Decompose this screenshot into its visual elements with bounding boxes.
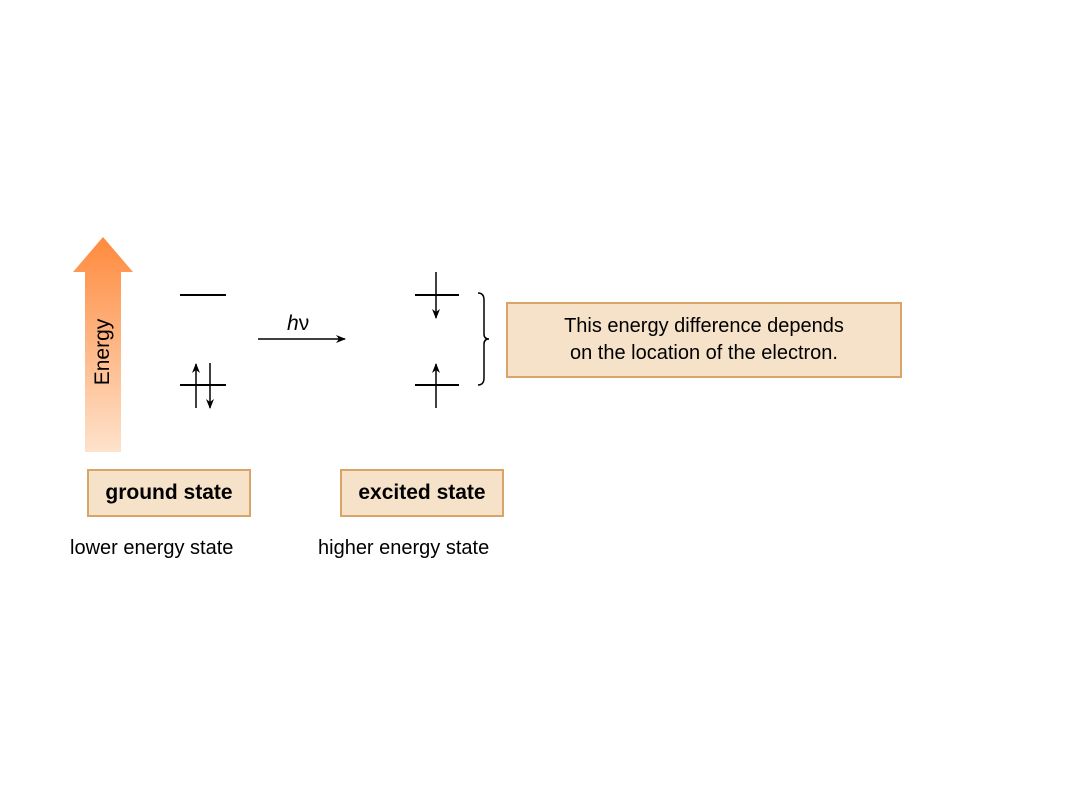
excited-state-label: excited state — [340, 469, 504, 517]
photon-label: hν — [287, 312, 309, 336]
energy-difference-note: This energy difference depends on the loc… — [506, 302, 902, 378]
energy-arrow — [73, 237, 133, 452]
frequency-symbol: ν — [298, 312, 310, 335]
note-line-2: on the location of the electron. — [570, 342, 838, 364]
note-line-1: This energy difference depends — [564, 315, 844, 337]
planck-symbol: h — [287, 312, 299, 335]
brace — [477, 292, 490, 386]
ground-state-label: ground state — [87, 469, 251, 517]
excited-caption: higher energy state — [318, 537, 490, 559]
ground-caption: lower energy state — [70, 537, 234, 559]
energy-label: Energy — [91, 318, 114, 386]
